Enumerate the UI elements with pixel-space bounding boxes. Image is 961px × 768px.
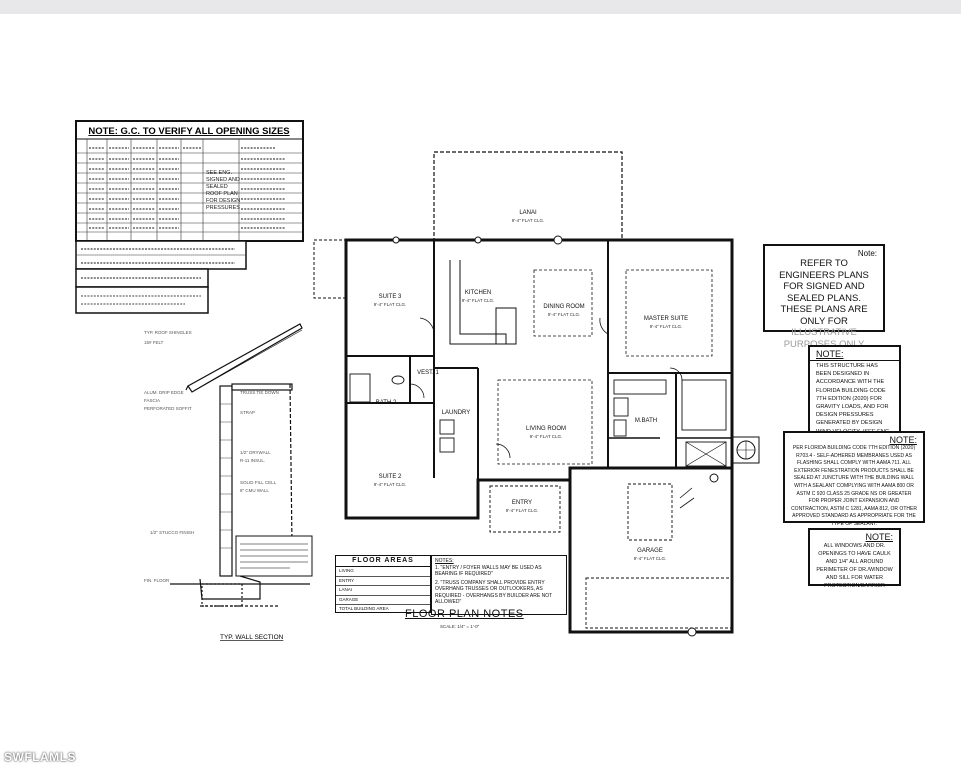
plan-note-1: 1. "ENTRY / FOYER WALLS MAY BE USED AS B… [435, 564, 542, 578]
floor-areas-row: GARAGE [336, 596, 430, 605]
engineer-note-text: REFER TO ENGINEERS PLANS FOR SIGNED AND … [779, 258, 869, 327]
flashing-note-label: NOTE: [889, 435, 917, 445]
opening-table-title: NOTE: G.C. TO VERIFY ALL OPENING SIZES [88, 126, 289, 137]
wall-section-title: TYP. WALL SECTION [220, 634, 284, 641]
svg-text:FASCIA: FASCIA [144, 398, 160, 403]
ac-unit-symbol [732, 436, 760, 464]
ceiling-label-garage: 9'-4" FLAT CLG. [634, 556, 667, 561]
svg-text:ALUM. DRIP EDGE: ALUM. DRIP EDGE [144, 390, 184, 395]
viewer-top-bar [0, 0, 961, 15]
engineer-note: Note: REFER TO ENGINEERS PLANS FOR SIGNE… [763, 244, 885, 350]
plan-notes-title: NOTES: [435, 558, 454, 564]
room-label-suite2: SUITE 2 [379, 474, 402, 480]
plan-title: FLOOR PLAN NOTES [405, 608, 524, 620]
svg-text:R-11 INSUL.: R-11 INSUL. [240, 458, 265, 463]
room-label-vest: VEST. 1 [417, 370, 439, 376]
room-label-bath2: BATH 2 [376, 400, 397, 406]
svg-text:TYP. ROOF SHINGLES: TYP. ROOF SHINGLES [144, 330, 192, 335]
svg-text:PERFORATED SOFFIT: PERFORATED SOFFIT [144, 406, 192, 411]
opening-sizes-table: NOTE: G.C. TO VERIFY ALL OPENING SIZES [75, 120, 304, 314]
floor-areas-table: FLOOR AREAS LIVING ENTRY LANAI GARAGE TO… [335, 555, 431, 613]
windows-note: NOTE: ALL WINDOWS AND DR. OPENINGS TO HA… [808, 528, 901, 589]
ceiling-label-master: 9'-4" FLAT CLG. [650, 324, 683, 329]
opening-table-grid [76, 139, 303, 241]
room-label-living: LIVING ROOM [526, 426, 566, 432]
floor-areas-title: FLOOR AREAS [336, 556, 430, 567]
room-label-entry: ENTRY [512, 500, 532, 506]
flashing-note: NOTE: PER FLORIDA BUILDING CODE 7TH EDIT… [783, 431, 925, 527]
svg-text:1/2" STUCCO FINISH: 1/2" STUCCO FINISH [150, 530, 194, 535]
floor-areas-row: ENTRY [336, 577, 430, 586]
floor-plan: LANAI SUITE 3 KITCHEN DINING ROOM MASTER… [313, 151, 734, 637]
svg-text:TRUSS TIE DOWN: TRUSS TIE DOWN [240, 390, 279, 395]
blueprint-sheet: NOTE: G.C. TO VERIFY ALL OPENING SIZES [0, 14, 961, 768]
floor-areas-row: LIVING [336, 567, 430, 577]
structure-note-label: NOTE: [810, 349, 899, 361]
floor-areas-row: LANAI [336, 586, 430, 596]
plan-note-2: 2. "TRUSS COMPANY SHALL PROVIDE ENTRY OV… [435, 579, 553, 606]
structure-note: NOTE: THIS STRUCTURE HAS BEEN DESIGNED I… [808, 345, 901, 443]
room-label-kitchen: KITCHEN [465, 290, 491, 296]
svg-text:8" CMU WALL: 8" CMU WALL [240, 488, 269, 493]
ceiling-label-living: 9'-4" FLAT CLG. [530, 434, 563, 439]
room-label-laundry: LAUNDRY [442, 410, 471, 416]
room-label-mbath: M.BATH [635, 418, 657, 424]
ceiling-label-suite3: 9'-4" FLAT CLG. [374, 302, 407, 307]
engineer-note-label: Note: [857, 249, 877, 258]
plan-scale: SCALE: 1/4" = 1'-0" [440, 624, 480, 629]
room-label-suite3: SUITE 3 [379, 294, 402, 300]
windows-note-label: NOTE: [865, 532, 893, 542]
lanai-outline [433, 151, 623, 241]
svg-text:1/2" DRYWALL: 1/2" DRYWALL [240, 450, 271, 455]
floor-areas-row: TOTAL BUILDING AREA [339, 606, 389, 611]
svg-text:SOLID FILL CELL: SOLID FILL CELL [240, 480, 277, 485]
ceiling-label-entry: 9'-4" FLAT CLG. [506, 508, 539, 513]
flashing-note-text: PER FLORIDA BUILDING CODE 7TH EDITION (2… [791, 445, 917, 527]
wall-section-detail: TYP. ROOF SHINGLES 15# FELT ALUM. DRIP ED… [144, 323, 313, 641]
svg-text:FIN. FLOOR: FIN. FLOOR [144, 578, 170, 583]
svg-text:15# FELT: 15# FELT [144, 340, 164, 345]
opening-table-scribbles [89, 147, 285, 229]
room-label-garage: GARAGE [637, 548, 663, 554]
engineer-note-faded: ILLUSTRATIVE PURPOSES ONLY [783, 327, 865, 350]
ceiling-label-suite2: 9'-4" FLAT CLG. [374, 482, 407, 487]
plan-notes-box: NOTES: 1. "ENTRY / FOYER WALLS MAY BE US… [431, 555, 567, 615]
room-label-lanai: LANAI [519, 210, 537, 216]
ceiling-label-kitchen: 9'-4" FLAT CLG. [462, 298, 495, 303]
mls-watermark: SWFLAMLS [4, 750, 76, 764]
room-label-master: MASTER SUITE [644, 316, 688, 322]
windows-note-text: ALL WINDOWS AND DR. OPENINGS TO HAVE CAU… [816, 543, 893, 589]
svg-text:STRAP: STRAP [240, 410, 255, 415]
ceiling-label-lanai: 9'-4" FLAT CLG. [512, 218, 545, 223]
ceiling-label-dining: 9'-4" FLAT CLG. [548, 312, 581, 317]
room-label-dining: DINING ROOM [543, 304, 584, 310]
